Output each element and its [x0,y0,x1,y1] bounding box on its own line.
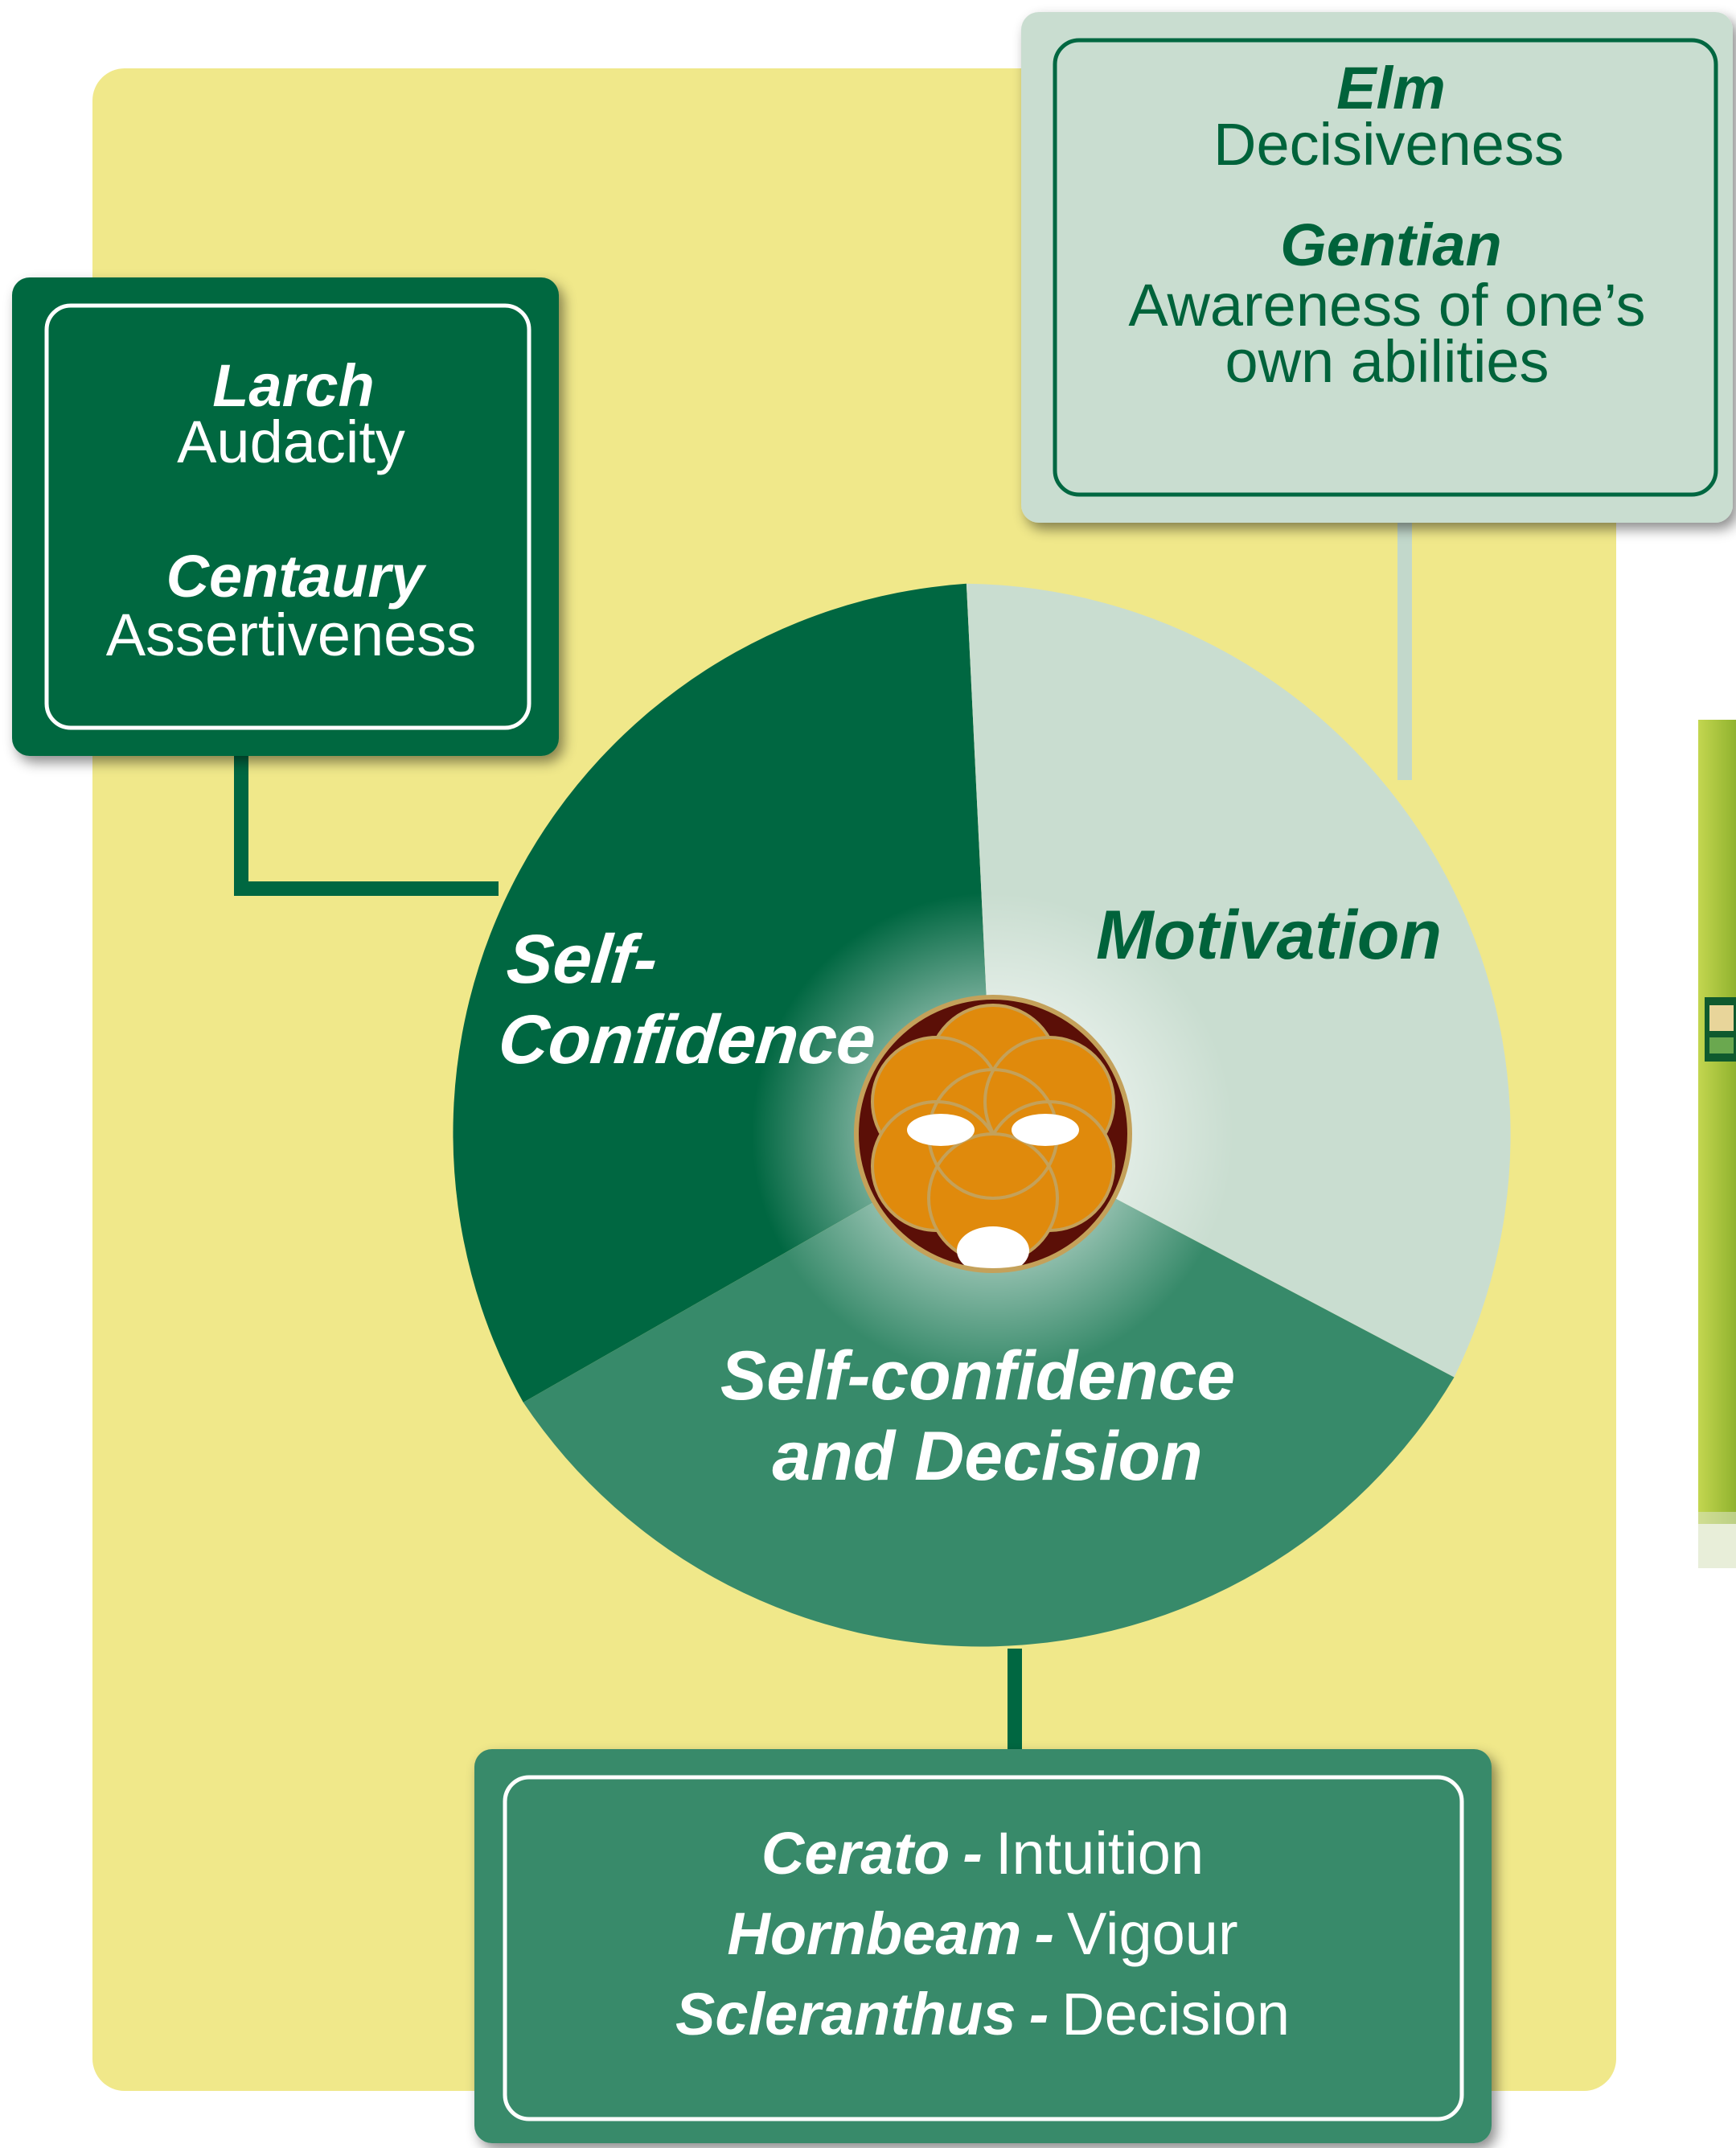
box-top-right [1021,12,1733,523]
box-top-right-text: Elm Decisiveness Gentian Awareness of on… [1128,55,1645,395]
remedy-line-hornbeam: Hornbeam-Vigour [727,1900,1237,1967]
remedy-desc-gentian-line1: Awareness of one’s [1128,272,1645,339]
remedy-line-scleranthus: Scleranthus-Decision [675,1981,1290,2047]
box-bottom-text: Cerato-Intuition Hornbeam-Vigour Scleran… [675,1820,1290,2047]
flower-of-life-emblem-icon [854,995,1132,1273]
box-top-right-border [1053,38,1718,497]
connector-top-left [234,748,499,896]
box-top-left-border [44,303,531,730]
segment-decision [523,1134,1455,1647]
remedy-name-larch: Larch [212,352,375,419]
box-top-left-text: Larch Audacity Centaury Assertiveness [106,352,477,668]
segment-label-self-confidence: Self- Confidence [495,921,888,1078]
remedy-desc-centaury: Assertiveness [106,602,477,668]
box-bottom-border [503,1775,1464,2121]
box-top-left [12,277,559,756]
remedy-line-cerato: Cerato-Intuition [761,1820,1204,1887]
product-box-image [1698,720,1736,1568]
segment-label-motivation: Motivation [1096,897,1442,974]
segment-label-decision: Self-confidence and Decision [720,1337,1254,1495]
remedy-name-centaury: Centaury [166,543,428,610]
remedy-desc-gentian-line2: own abilities [1225,328,1549,395]
remedy-desc-elm: Decisiveness [1213,111,1564,178]
box-bottom [474,1749,1492,2143]
remedy-name-elm: Elm [1336,55,1446,121]
remedy-desc-larch: Audacity [177,409,405,475]
remedy-name-gentian: Gentian [1280,212,1501,278]
